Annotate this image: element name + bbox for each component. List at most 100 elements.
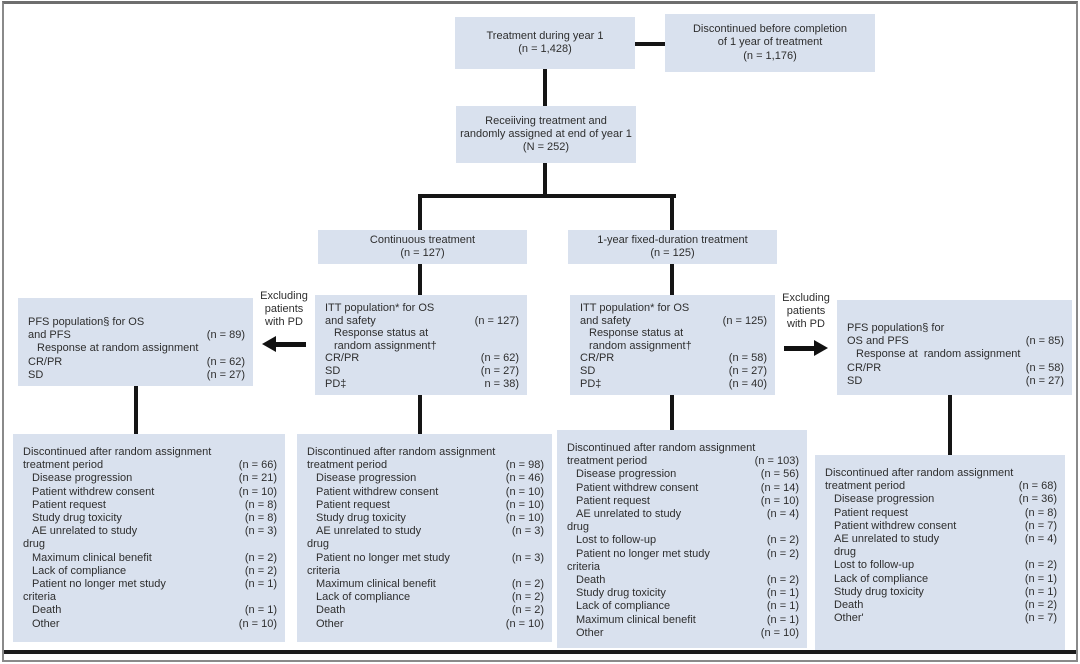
row-label: Patient withdrew consent [316, 485, 439, 498]
row-value: (n = 10) [238, 617, 277, 630]
box-row: Other (n = 10) [23, 618, 277, 631]
row-label: AE unrelated to study [834, 533, 940, 546]
box-row: Patient withdrew consent(n = 10) [23, 486, 277, 499]
row-label: CR/PR [28, 355, 63, 368]
row-label: SD [847, 374, 863, 387]
row-value: (n = 2) [511, 604, 544, 617]
row-label: Discontinued after random assignment [825, 467, 1014, 479]
box-arm-fixed-duration: 1-year fixed-duration treatment(n = 125) [568, 230, 777, 264]
box-row: Patient request(n = 10) [567, 495, 799, 508]
row-value: (n = 10) [505, 512, 544, 525]
row-label: random assignment† [334, 339, 437, 352]
row-value: (n = 58) [728, 352, 767, 365]
row-value: (n = 10) [505, 617, 544, 630]
connector-line [134, 386, 138, 434]
box-line: Treatment during year 1 [486, 29, 604, 42]
row-label: treatment period [307, 459, 388, 472]
row-label: random assignment† [589, 339, 692, 352]
row-value: (n = 27) [206, 368, 245, 381]
box-row: Patient withdrew consent(n = 14) [567, 482, 799, 495]
box-line: (n = 1,176) [743, 49, 797, 62]
box-row: Patient withdrew consent(n = 7) [825, 520, 1057, 533]
box-row: random assignment† [580, 340, 767, 353]
box-row: PD‡(n = 40) [580, 378, 767, 391]
box-row: treatment period(n = 66) [23, 459, 277, 472]
box-row: SD (n = 27) [847, 375, 1064, 388]
box-row: Patient no longer met study(n = 1) [23, 578, 277, 591]
row-value: (n = 8) [1024, 506, 1057, 519]
label-line: Excluding [260, 290, 308, 302]
box-row: treatment period(n = 103) [567, 455, 799, 468]
connector-line [418, 194, 676, 198]
box-row: Maximum clinical benefit(n = 2) [307, 578, 544, 591]
row-label: AE unrelated to study [32, 525, 138, 538]
row-label: ITT population* for OS [580, 302, 690, 314]
row-value: (n = 10) [505, 498, 544, 511]
row-label: Disease progression [576, 468, 677, 481]
row-value: (n = 14) [760, 481, 799, 494]
box-row: Lack of compliance(n = 2) [307, 591, 544, 604]
box-row: Other(n = 10) [307, 618, 544, 631]
box-row: Patient request (n = 8) [825, 507, 1057, 520]
row-label: Lack of compliance [576, 600, 671, 613]
row-value: (n = 1) [1024, 585, 1057, 598]
connector-line [670, 194, 674, 230]
label-line: patients [786, 305, 826, 317]
box-row: random assignment† [325, 340, 519, 353]
row-label: Other' [834, 612, 864, 625]
row-label: CR/PR [847, 361, 882, 374]
row-label: Patient no longer met study [316, 551, 450, 564]
box-row: CR/PR(n = 58) [847, 362, 1064, 375]
box-row: treatment period(n = 68) [825, 480, 1057, 493]
box-line: 1-year fixed-duration treatment [597, 233, 748, 246]
box-row: Other(n = 10) [567, 627, 799, 640]
row-value: (n = 2) [766, 547, 799, 560]
row-value: (n = 1) [1024, 572, 1057, 585]
row-value: (n = 8) [244, 498, 277, 511]
box-row: AE unrelated to study (n = 4) [825, 533, 1057, 546]
row-label: SD [325, 364, 341, 377]
row-label: Maximum clinical benefit [316, 578, 436, 591]
connector-line [418, 194, 422, 230]
row-value: (n = 4) [766, 508, 799, 521]
row-value: (n = 125) [722, 314, 767, 327]
box-line: Continuous treatment [369, 233, 476, 246]
box-row: ITT population* for OS [325, 302, 519, 315]
row-label: Lost to follow-up [576, 534, 657, 547]
row-label: Other [32, 617, 60, 630]
row-label: Discontinued after random assignment [23, 446, 212, 458]
connector-line [670, 264, 674, 295]
row-value: (n = 40) [728, 377, 767, 390]
row-label: Patient request [834, 506, 908, 519]
box-line: (n = 125) [650, 247, 695, 259]
box-row: Maximum clinical benefit(n = 2) [23, 552, 277, 565]
row-label: Lack of compliance [316, 591, 411, 604]
row-label: Lack of compliance [32, 564, 127, 577]
row-label: Patient withdrew consent [834, 519, 957, 532]
box-row: SD(n = 27) [28, 369, 245, 382]
row-label: criteria [23, 591, 57, 604]
box-row: Response status at [580, 327, 767, 340]
row-label: Death [316, 604, 346, 617]
row-value: (n = 4) [1024, 533, 1057, 546]
box-row: Patient no longer met study(n = 2) [567, 548, 799, 561]
row-value: n = 38) [484, 377, 519, 390]
box-row: Study drug toxicity(n = 1) [567, 587, 799, 600]
box-row: AE unrelated to study(n = 3) [23, 525, 277, 538]
row-label: Study drug toxicity [576, 587, 666, 600]
connector-line [670, 395, 674, 430]
box-row: AE unrelated to study(n = 3) [307, 525, 544, 538]
row-value: (n = 27) [1025, 374, 1064, 387]
box-row: PFS population§ for OS [28, 316, 245, 329]
row-label: Death [576, 574, 606, 587]
row-label: Death [32, 604, 62, 617]
